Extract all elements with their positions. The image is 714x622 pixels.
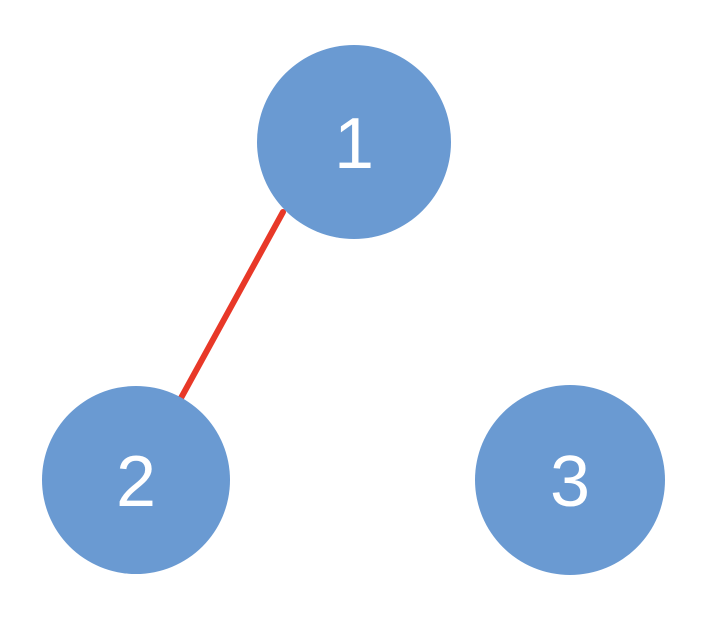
node-3-circle[interactable] — [475, 385, 665, 575]
nodes-layer: 12 3 — [42, 45, 665, 575]
node-1-circle[interactable] — [257, 45, 451, 239]
node-1[interactable]: 1 — [257, 45, 451, 239]
edge-1-2[interactable] — [178, 209, 286, 401]
node-2[interactable]: 2 — [42, 386, 230, 574]
edges-layer — [178, 209, 286, 401]
node-3[interactable]: 3 — [475, 385, 665, 575]
node-2-circle[interactable] — [42, 386, 230, 574]
